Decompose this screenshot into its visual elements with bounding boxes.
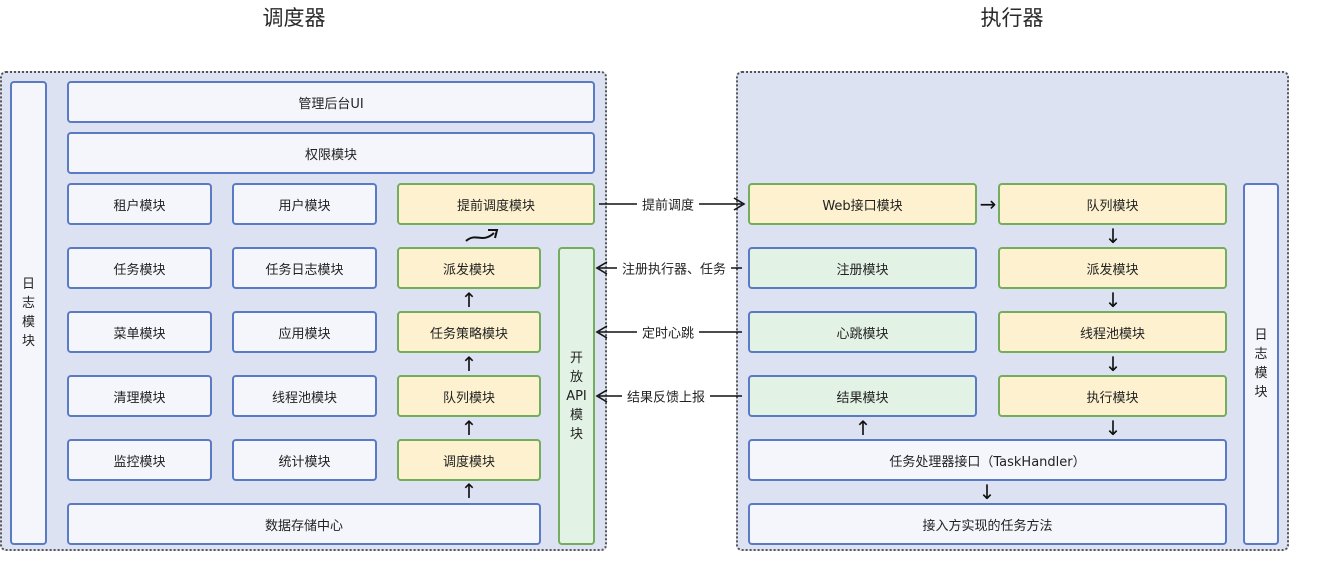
result-module[interactable]: 结果模块 (748, 375, 977, 417)
executor-log-char: 块 (1254, 385, 1268, 400)
scheduler-log-char: 日 (21, 277, 35, 292)
menu-module[interactable]: 菜单模块 (67, 311, 212, 353)
user-module[interactable]: 用户模块 (232, 183, 377, 225)
queue-module[interactable]: 队列模块 (397, 375, 541, 417)
executor-log-char: 志 (1254, 347, 1268, 362)
cleanup-module[interactable]: 清理模块 (67, 375, 212, 417)
pre-schedule-module[interactable]: 提前调度模块 (397, 183, 595, 225)
admin-ui-module[interactable]: 管理后台UI (67, 81, 595, 123)
dispatch-module[interactable]: 派发模块 (397, 247, 541, 289)
down-arrow-icon: ↓ (1104, 416, 1122, 440)
result-report-link-label: 结果反馈上报 (621, 386, 711, 406)
up-arrow-icon: ↑ (460, 352, 478, 376)
up-arrow-icon: ↑ (460, 288, 478, 312)
schedule-module[interactable]: 调度模块 (397, 439, 541, 481)
executor-log-char: 日 (1254, 328, 1268, 343)
task-module[interactable]: 任务模块 (67, 247, 212, 289)
stats-module[interactable]: 统计模块 (232, 439, 377, 481)
heartbeat-module[interactable]: 心跳模块 (748, 311, 977, 353)
open-api-char: 模 (569, 407, 583, 423)
scheduler-log-char: 模 (21, 315, 35, 330)
scheduler-log-char: 志 (21, 296, 35, 311)
pre-schedule-link-label: 提前调度 (636, 194, 700, 214)
down-arrow-icon: ↓ (1104, 288, 1122, 312)
open-api-module[interactable]: 开 放 API 模 块 (558, 247, 595, 545)
monitor-module[interactable]: 监控模块 (67, 439, 212, 481)
open-api-char: 放 (569, 369, 583, 385)
executor-dispatch-module[interactable]: 派发模块 (998, 247, 1227, 289)
task-strategy-module[interactable]: 任务策略模块 (397, 311, 541, 353)
permission-module[interactable]: 权限模块 (67, 132, 595, 174)
down-arrow-icon: ↓ (1104, 352, 1122, 376)
register-module[interactable]: 注册模块 (748, 247, 977, 289)
task-handler-interface[interactable]: 任务处理器接口（TaskHandler） (748, 439, 1227, 481)
down-arrow-icon: ↓ (1104, 224, 1122, 248)
tenant-module[interactable]: 租户模块 (67, 183, 212, 225)
app-module[interactable]: 应用模块 (232, 311, 377, 353)
executor-title: 执行器 (980, 6, 1044, 30)
scheduler-log-char: 块 (21, 334, 35, 349)
down-arrow-icon: ↓ (978, 480, 996, 504)
open-api-char: 开 (569, 350, 583, 366)
web-api-module[interactable]: Web接口模块 (748, 183, 977, 225)
open-api-char: API (566, 388, 587, 404)
up-arrow-icon: ↑ (854, 416, 872, 440)
executor-log-char: 模 (1254, 366, 1268, 381)
task-log-module[interactable]: 任务日志模块 (232, 247, 377, 289)
executor-threadpool-module[interactable]: 线程池模块 (998, 311, 1227, 353)
scheduler-log-module[interactable]: 日 志 模 块 (10, 81, 47, 545)
up-arrow-icon: ↑ (460, 479, 478, 503)
execute-module[interactable]: 执行模块 (998, 375, 1227, 417)
data-storage-center[interactable]: 数据存储中心 (67, 503, 541, 545)
threadpool-module[interactable]: 线程池模块 (232, 375, 377, 417)
executor-log-module[interactable]: 日 志 模 块 (1243, 183, 1279, 545)
implemented-task-method[interactable]: 接入方实现的任务方法 (748, 503, 1227, 545)
right-arrow-icon: → (979, 192, 997, 216)
register-link-label: 注册执行器、任务 (616, 258, 732, 278)
heartbeat-link-label: 定时心跳 (636, 322, 700, 342)
executor-queue-module[interactable]: 队列模块 (998, 183, 1227, 225)
up-arrow-icon: ↑ (460, 416, 478, 440)
open-api-char: 块 (569, 426, 583, 442)
scheduler-title: 调度器 (262, 6, 326, 30)
